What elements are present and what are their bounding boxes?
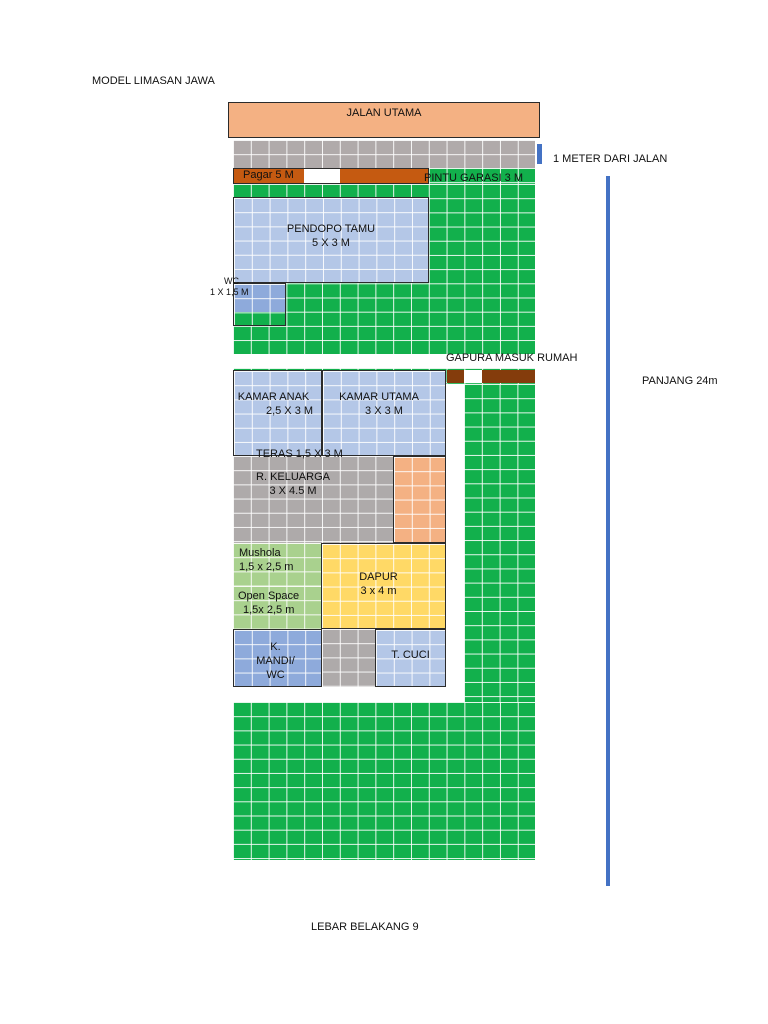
length-dimension-line [606,176,610,886]
main-road-label: JALAN UTAMA [346,107,422,119]
gapura-label: GAPURA MASUK RUMAH [446,352,578,364]
mushola-name: Mushola [239,547,281,559]
gapura-post-1 [447,370,464,383]
fence-right [340,169,428,183]
rear-width-label: LEBAR BELAKANG 9 [311,921,419,933]
open-space-name: Open Space [238,590,300,602]
kamar-anak-size: 2,5 X 3 M [265,405,314,417]
pendopo-name: PENDOPO TAMU [286,223,376,235]
pendopo-tamu: PENDOPO TAMU 5 X 3 M [233,197,429,283]
page-title: MODEL LIMASAN JAWA [92,75,215,87]
open-space: Open Space 1,5x 2,5 m [233,586,321,629]
open-space-size: 1,5x 2,5 m [243,604,295,616]
keluarga-name: R. KELUARGA [256,471,330,483]
kamar-mandi-line1: K. [270,641,281,653]
corridor [322,629,375,687]
kamar-mandi-line3: WC [266,669,285,681]
wc-front-size: 1 X 1,5 M [210,287,249,297]
teras-label: TERAS 1,5 X 3 M [256,448,343,460]
kamar-mandi-line2: MANDI/ [256,655,295,667]
dapur: DAPUR 3 x 4 m [321,543,446,629]
gapura-post-3 [500,370,535,383]
distance-marker [537,144,542,164]
ruang-keluarga: R. KELUARGA 3 X 4.5 M [233,456,393,543]
wc-front [233,283,286,326]
setback-strip [233,140,535,168]
dapur-name: DAPUR [359,571,398,583]
kamar-utama-name: KAMAR UTAMA [339,391,419,403]
gapura-post-2 [482,370,500,383]
tempat-cuci: T. CUCI [375,629,446,687]
wc-front-name: WC [224,276,239,286]
cuci-label: T. CUCI [391,649,430,661]
kamar-mandi: K. MANDI/ WC [233,629,322,687]
main-road: JALAN UTAMA [228,102,540,138]
mushola: Mushola 1,5 x 2,5 m [233,543,321,586]
kamar-utama: KAMAR UTAMA 3 X 3 M [322,370,446,456]
kamar-utama-size: 3 X 3 M [365,405,403,417]
pendopo-size: 5 X 3 M [312,237,350,249]
length-label: PANJANG 24m [642,375,718,387]
fence-label: Pagar 5 M [243,169,294,181]
garage-gate-label: PINTU GARASI 3 M [424,172,524,184]
mushola-size: 1,5 x 2,5 m [239,561,294,573]
wc-front-fill [234,284,285,312]
fence-left [234,169,304,183]
rear-yard [233,702,535,860]
distance-note: 1 METER DARI JALAN [553,153,668,165]
dapur-size: 3 x 4 m [360,585,397,597]
keluarga-size: 3 X 4.5 M [269,485,317,497]
teras-block [393,456,446,543]
kamar-anak: KAMAR ANAK 2,5 X 3 M [233,370,322,456]
gapura-gap [464,370,482,383]
kamar-anak-name: KAMAR ANAK [237,391,310,403]
